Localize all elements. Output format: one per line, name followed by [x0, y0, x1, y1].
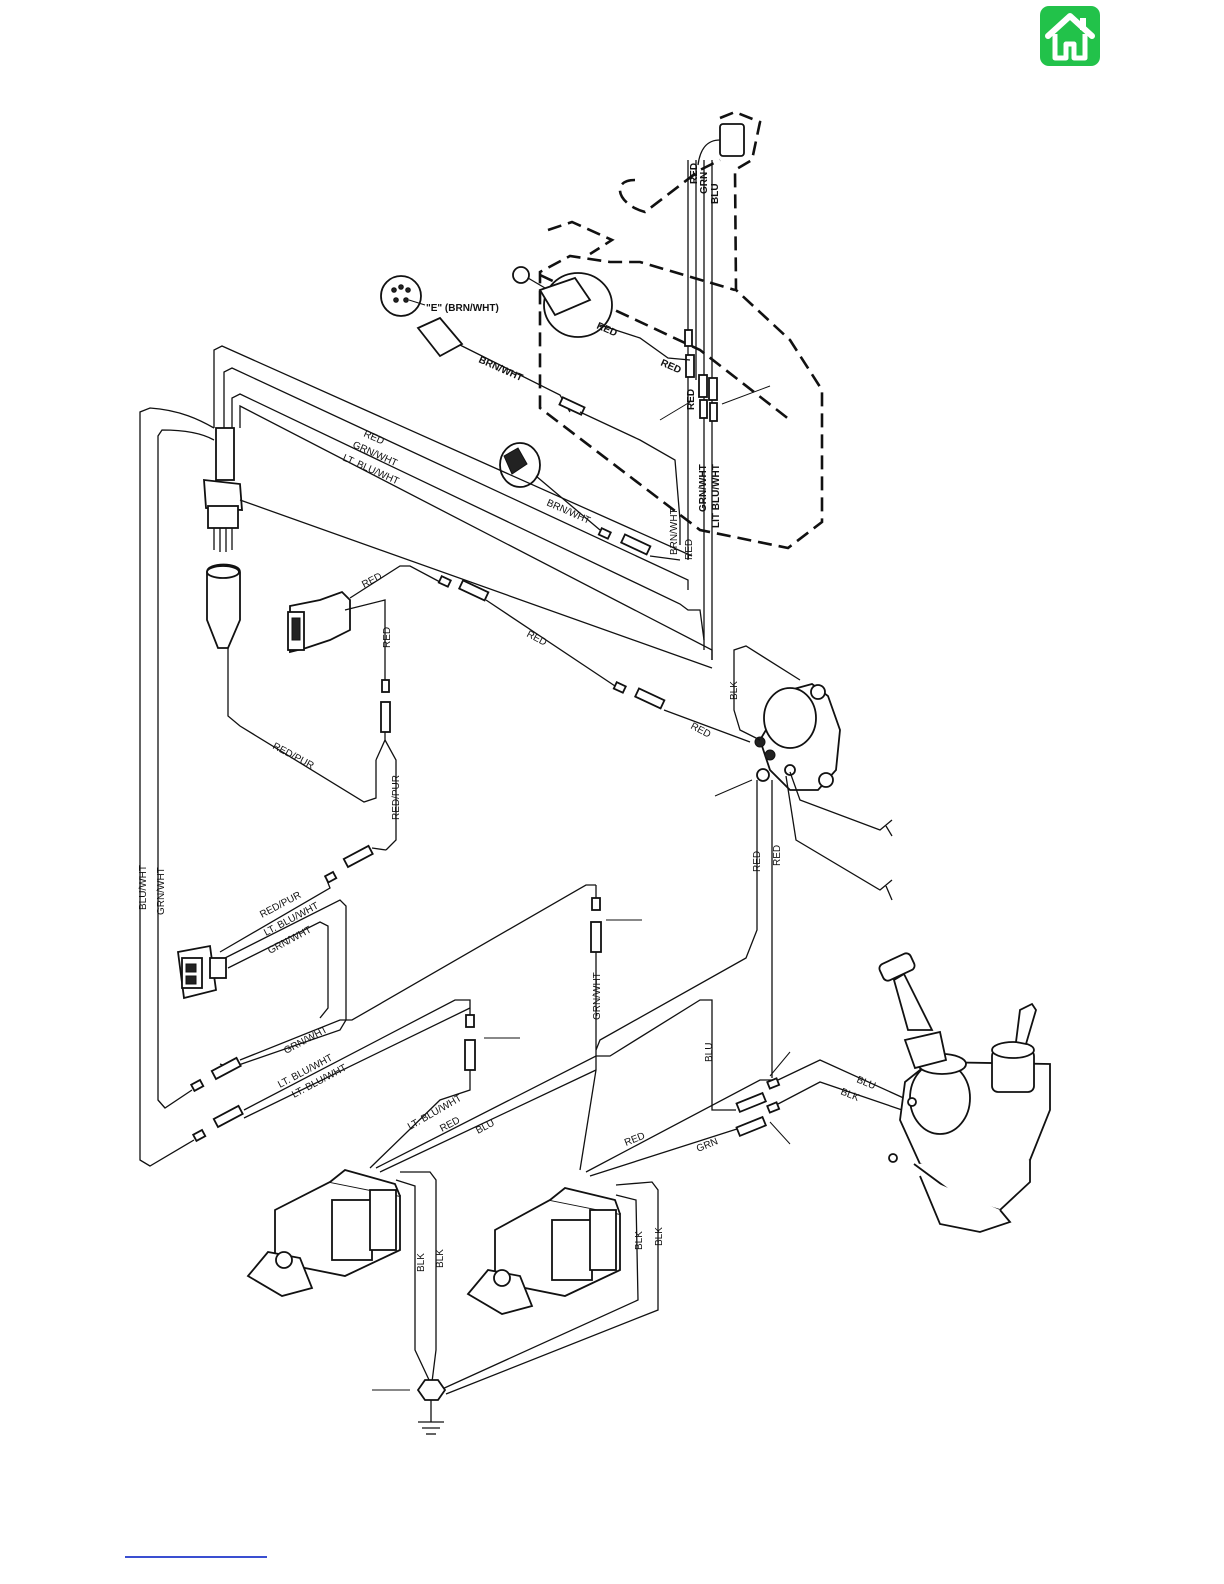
key-switch-plug: "E" (BRN/WHT): [381, 276, 499, 316]
label-grn-relay-2: GRN: [695, 1136, 720, 1155]
trim-pump-assembly: [878, 952, 1050, 1232]
label-red-key-2: RED: [659, 358, 683, 377]
main-harness-connector: [204, 428, 242, 648]
label-red-breaker-3: RED: [689, 721, 713, 741]
label-blk-relay-1: BLK: [416, 1253, 427, 1272]
label-red-key: RED: [595, 321, 619, 340]
label-blu-relay-1: BLU: [474, 1118, 496, 1137]
starter-solenoid: BLK: [715, 646, 892, 900]
label-red-sol-1: RED: [752, 851, 763, 872]
label-blu-handle: BLU: [710, 183, 721, 204]
home-button[interactable]: [1040, 6, 1100, 66]
label-grn-handle: GRN: [699, 172, 710, 194]
label-red-breaker-2: RED: [525, 629, 549, 649]
handle-harness: [660, 160, 770, 660]
home-icon: [1040, 6, 1100, 66]
solenoid-red-wires: RED RED: [596, 780, 783, 1078]
label-blk-solenoid: BLK: [729, 681, 740, 700]
label-blk-pump: BLK: [839, 1087, 861, 1104]
label-blk-relay-3: BLK: [634, 1231, 645, 1250]
lower-harness-connectors: GRN/WHT LT. BLU/WHT LT. BLU/WHT: [140, 885, 596, 1166]
label-red-sol-2: RED: [772, 845, 783, 866]
label-red-pur: RED/PUR: [271, 741, 316, 772]
trim-switch: [698, 124, 744, 165]
trim-relay-right: [468, 1188, 620, 1314]
relay-wires: RED BLU BLU RED GRN: [376, 1000, 772, 1176]
label-red-breaker: RED: [360, 571, 384, 591]
label-blu-wht-main: BLU/WHT: [138, 865, 149, 910]
label-brn-wht-horn: BRN/WHT: [545, 498, 592, 527]
circuit-breaker: RED RED RED RED RED/PUR: [288, 566, 750, 850]
label-blk-relay-2: BLK: [435, 1249, 446, 1268]
label-grn-wht-inline: GRN/WHT: [592, 972, 603, 1020]
pump-motor-connectors: BLU BLK: [737, 1052, 908, 1144]
label-red-breaker-v: RED: [382, 627, 393, 648]
label-grn-wht-main-2: GRN/WHT: [156, 867, 167, 915]
label-lit-blu-wht: LIT BLU/WHT: [711, 464, 722, 528]
warning-horn: BRN/WHT: [500, 443, 680, 560]
inline-connectors: GRN/WHT LT. BLU/WHT: [370, 885, 642, 1170]
label-red-pur-v: RED/PUR: [391, 775, 402, 820]
footer-link[interactable]: [125, 1556, 267, 1558]
label-brn-wht-key: BRN/WHT: [477, 355, 525, 384]
label-red-relay-1: RED: [438, 1115, 462, 1135]
trim-relay-left: [248, 1170, 400, 1296]
label-grn-wht-remote: GRN/WHT: [698, 464, 709, 512]
label-blu-vert: BLU: [704, 1043, 715, 1062]
label-blk-relay-4: BLK: [654, 1227, 665, 1246]
brn-wht-plug: BRN/WHT: [418, 318, 680, 545]
red-pur-wire: [228, 648, 376, 802]
label-blu-pump: BLU: [855, 1075, 877, 1092]
label-red-remote-2: RED: [684, 539, 695, 560]
label-e-pin: "E" (BRN/WHT): [426, 303, 499, 314]
trim-panel-switch: RED/PUR LT. BLU/WHT GRN/WHT: [178, 846, 386, 1068]
ground-symbol: [372, 1380, 445, 1434]
label-red-remote: RED: [686, 389, 697, 410]
